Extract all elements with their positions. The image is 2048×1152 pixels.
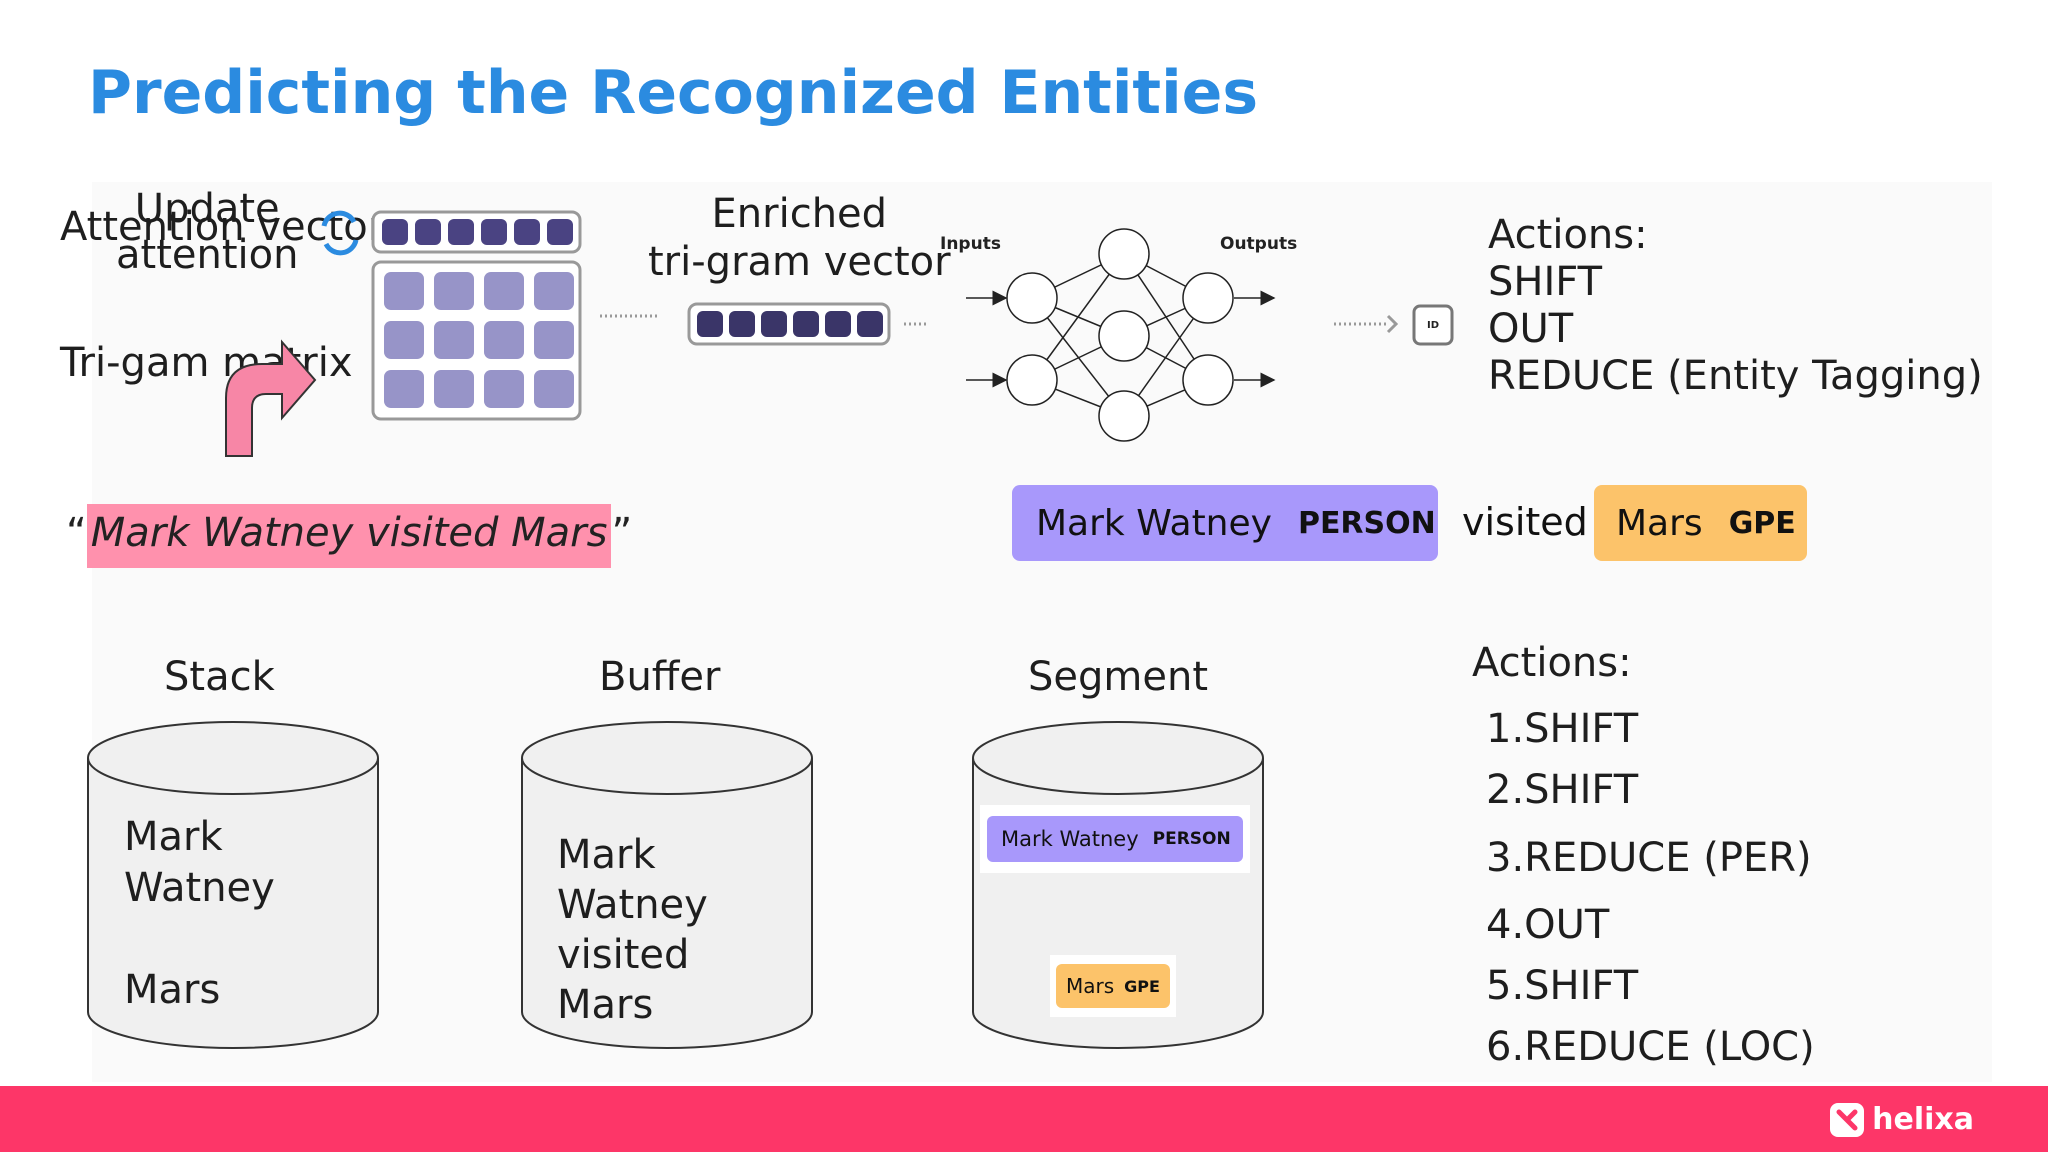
stack-cylinder: [87, 721, 379, 1049]
helixa-logo-icon: [1830, 1102, 1865, 1137]
update-attention-label: Update attention: [116, 186, 299, 278]
buffer-item: Watney: [557, 882, 708, 928]
top-actions: Actions: SHIFT OUT REDUCE (Entity Taggin…: [1488, 212, 1983, 400]
brand-logo: helixa: [1830, 1102, 1974, 1137]
footer-bar: [0, 1086, 2048, 1152]
curved-arrow-icon: [225, 339, 317, 457]
bottom-action-item: 4.OUT: [1486, 902, 1610, 948]
stack-item: [124, 914, 275, 965]
stack-item: Watney: [124, 865, 275, 911]
sentence-highlight: Mark Watney visited Mars: [86, 504, 612, 568]
bottom-action-item: 2.SHIFT: [1486, 767, 1639, 813]
nn-inputs-label: Inputs: [940, 234, 1001, 254]
buffer-item: Mark: [557, 832, 656, 878]
top-action-item: REDUCE (Entity Tagging): [1488, 353, 1983, 399]
slide-title: Predicting the Recognized Entities: [88, 58, 1259, 128]
trigram-matrix-cells: [384, 272, 574, 408]
top-actions-title: Actions:: [1488, 212, 1648, 258]
bottom-action-item: 1.SHIFT: [1486, 706, 1639, 752]
nn-outputs-label: Outputs: [1220, 234, 1298, 254]
segment-person-wrap: Mark Watney PERSON: [980, 805, 1250, 873]
visited-word: visited: [1462, 500, 1588, 544]
top-action-item: SHIFT: [1488, 259, 1603, 305]
open-quote: “: [66, 510, 87, 556]
attention-vector-cells: [382, 219, 573, 245]
trigram-matrix-box: [371, 260, 582, 421]
gpe-entity-chip: Mars GPE: [1594, 485, 1807, 561]
segment-gpe-tag: GPE: [1124, 976, 1160, 996]
buffer-cylinder: [521, 721, 813, 1049]
bottom-action-item: 3.REDUCE (PER): [1486, 835, 1812, 881]
input-sentence: “Mark Watney visited Mars”: [66, 504, 633, 568]
segment-gpe-text: Mars: [1066, 974, 1115, 998]
connector-chevron: [1386, 314, 1399, 334]
segment-person-tag: PERSON: [1152, 829, 1231, 849]
buffer-item: visited: [557, 932, 690, 978]
output-id-label: ID: [1426, 319, 1440, 331]
close-quote: ”: [611, 510, 633, 556]
person-entity-chip: Mark Watney PERSON: [1012, 485, 1438, 561]
top-action-item: OUT: [1488, 306, 1574, 352]
segment-gpe-chip: Mars GPE: [1056, 964, 1170, 1008]
buffer-item: Mars: [557, 982, 654, 1028]
segment-gpe-wrap: Mars GPE: [1050, 955, 1176, 1017]
stack-item: Mars: [124, 967, 221, 1013]
output-id-box: [1412, 304, 1454, 346]
refresh-icon: [321, 210, 359, 256]
bottom-action-item: 5.SHIFT: [1486, 963, 1639, 1009]
enriched-vector-cells: [697, 311, 883, 337]
stack-label: Stack: [164, 654, 275, 700]
brand-name: helixa: [1872, 1102, 1974, 1137]
person-tag: PERSON: [1297, 505, 1436, 541]
enriched-vector-label: Enriched tri-gram vector: [648, 191, 951, 285]
segment-label: Segment: [1028, 654, 1208, 700]
neural-network: [966, 228, 1276, 442]
segment-person-text: Mark Watney: [1001, 827, 1139, 851]
attention-vector-label: Attention vector: [60, 204, 385, 250]
gpe-tag: GPE: [1728, 505, 1796, 541]
bottom-actions-title: Actions:: [1472, 640, 1632, 686]
stack-item: Mark: [124, 814, 223, 860]
gpe-entity-text: Mars: [1616, 502, 1703, 544]
buffer-label: Buffer: [599, 654, 721, 700]
buffer-contents: Mark Watney visited Mars: [557, 830, 708, 1030]
segment-person-chip: Mark Watney PERSON: [987, 816, 1243, 862]
bottom-action-item: 6.REDUCE (LOC): [1486, 1024, 1815, 1070]
stack-contents: Mark Watney Mars: [124, 812, 275, 1016]
person-entity-text: Mark Watney: [1036, 502, 1272, 544]
